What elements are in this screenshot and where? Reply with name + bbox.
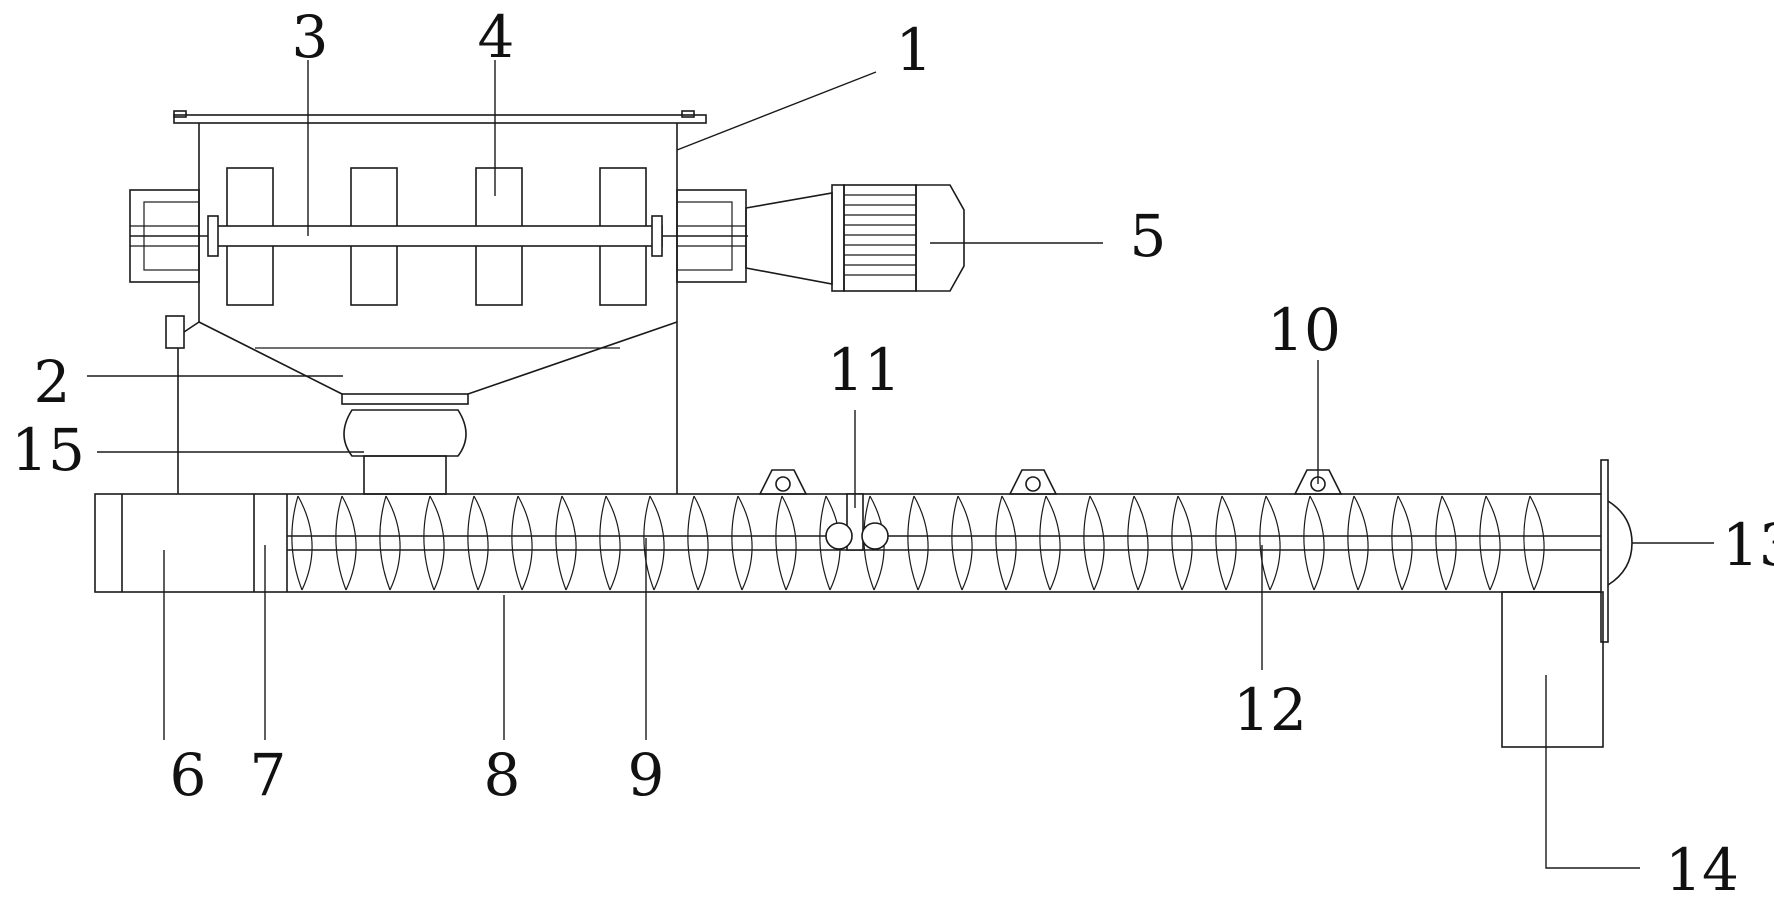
screw-flight <box>335 495 357 591</box>
callout-10: 10 <box>1267 296 1341 364</box>
drive-motor <box>745 184 965 292</box>
callout-2: 2 <box>34 348 71 416</box>
screw-flight <box>907 495 929 591</box>
screw-shaft <box>287 535 1603 551</box>
callout-13: 13 <box>1722 511 1774 579</box>
screw-flight <box>379 495 401 591</box>
callout-3: 3 <box>292 3 329 71</box>
screw-flight <box>1479 495 1501 591</box>
screw-flight <box>599 495 621 591</box>
callout-9: 9 <box>628 741 665 809</box>
lifting-lugs <box>758 469 1343 495</box>
screw-flight <box>1391 495 1413 591</box>
callout-labels: 1 2 3 4 5 6 7 8 9 10 11 12 13 14 15 <box>11 3 1774 902</box>
screw-flight <box>511 495 533 591</box>
callout-11: 11 <box>827 336 901 404</box>
screw-flight <box>1303 495 1325 591</box>
screw-flights <box>291 495 1545 591</box>
left-bearing-housing <box>129 189 200 283</box>
support-legs <box>165 315 678 494</box>
callout-12: 12 <box>1233 676 1307 744</box>
callout-14: 14 <box>1665 836 1739 902</box>
screw-flight <box>291 495 313 591</box>
screw-flight <box>995 495 1017 591</box>
screw-flight <box>1435 495 1457 591</box>
mixing-shaft <box>130 215 748 257</box>
screw-flight <box>555 495 577 591</box>
screw-flight <box>1347 495 1369 591</box>
screw-flight <box>1039 495 1061 591</box>
screw-flight <box>423 495 445 591</box>
leader-lines <box>87 60 1714 869</box>
screw-flight <box>467 495 489 591</box>
callout-6: 6 <box>170 741 207 809</box>
callout-7: 7 <box>250 741 287 809</box>
screw-flight <box>1259 495 1281 591</box>
screw-flight <box>687 495 709 591</box>
screw-flight <box>1127 495 1149 591</box>
callout-15: 15 <box>11 416 85 484</box>
screw-flight <box>951 495 973 591</box>
callout-1: 1 <box>896 16 933 84</box>
screw-flight <box>643 495 665 591</box>
intermediate-bearing <box>825 493 889 551</box>
end-flange <box>1600 459 1633 643</box>
mixing-tank <box>173 110 707 405</box>
screw-flight <box>1523 495 1545 591</box>
screw-flight <box>1083 495 1105 591</box>
screw-flight <box>1171 495 1193 591</box>
screw-flight <box>1215 495 1237 591</box>
discharge-chute <box>1501 591 1604 748</box>
screw-flight <box>731 495 753 591</box>
callout-8: 8 <box>484 741 521 809</box>
callout-5: 5 <box>1130 202 1167 270</box>
screw-flight <box>775 495 797 591</box>
callout-4: 4 <box>478 3 515 71</box>
